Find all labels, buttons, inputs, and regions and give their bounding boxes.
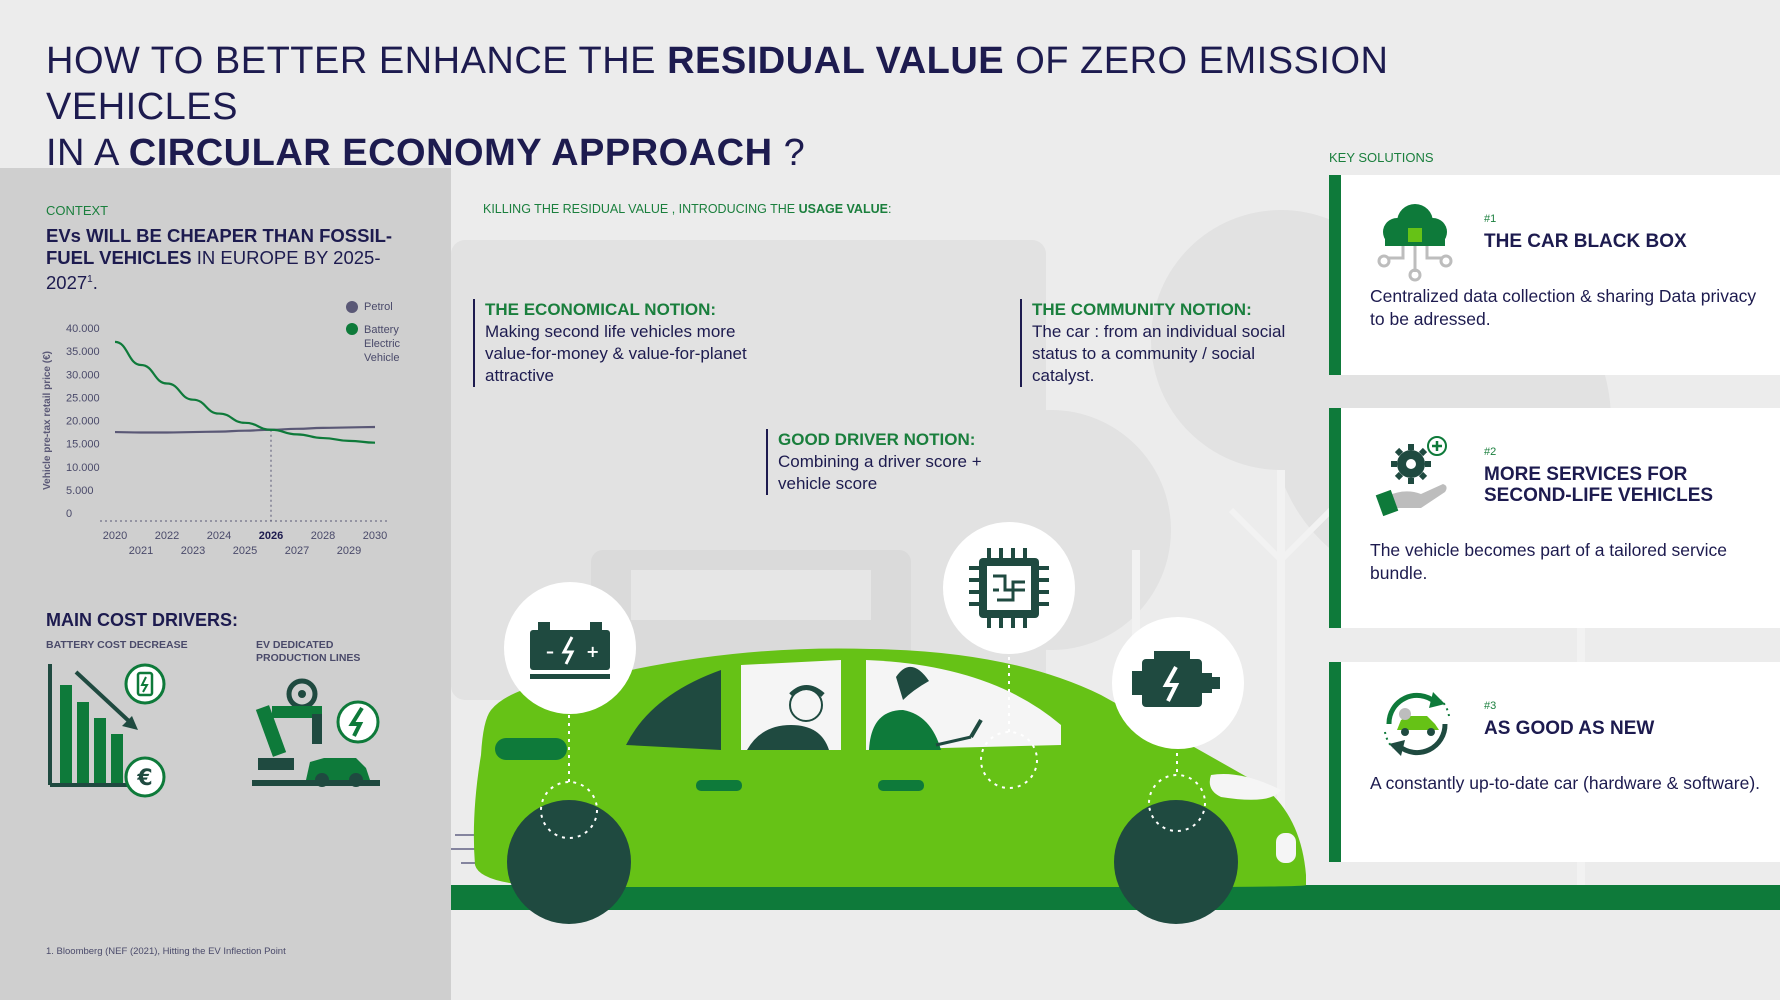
solution-body-3: A constantly up-to-date car (hardware & …: [1370, 773, 1761, 793]
y-tick-label: 40.000: [66, 323, 100, 335]
solution-title-3: AS GOOD AS NEW: [1484, 718, 1655, 739]
y-tick-label: 20.000: [66, 416, 100, 428]
x-tick-label: 2024: [207, 530, 231, 542]
legend-label-bev: Battery Electric Vehicle: [364, 324, 401, 364]
solution-title-2: MORE SERVICES FOR SECOND-LIFE VEHICLES: [1484, 464, 1714, 506]
legend-item-petrol: Petrol: [346, 300, 410, 314]
solution-number-3: #3: [1484, 700, 1497, 712]
solution-card-3: #3 AS GOOD AS NEW A constantly up-to-dat…: [1329, 662, 1780, 862]
svg-text:–: –: [546, 642, 554, 661]
page-title: HOW TO BETTER ENHANCE THE RESIDUAL VALUE…: [46, 40, 1389, 174]
usage-value-heading: KILLING THE RESIDUAL VALUE , INTRODUCING…: [483, 202, 892, 216]
solution-number-2: #2: [1484, 446, 1497, 458]
series-line-petrol: [114, 425, 376, 434]
legend-label-petrol: Petrol: [364, 301, 393, 313]
x-tick-label: 2027: [285, 545, 309, 555]
context-label: CONTEXT: [46, 203, 109, 218]
community-notion-title: THE COMMUNITY NOTION:: [1032, 300, 1252, 319]
y-tick-label: 0: [66, 508, 72, 520]
x-tick-label: 2026: [259, 530, 283, 542]
chip-icon: [943, 522, 1075, 654]
context-panel: [0, 168, 451, 1000]
x-tick-label: 2021: [129, 545, 153, 555]
chart-legend: Petrol Battery Electric Vehicle: [346, 300, 410, 365]
robot-arm-icon: [252, 678, 380, 787]
driver-notion-body: Combining a driver score + vehicle score: [778, 452, 982, 493]
y-tick-label: 10.000: [66, 462, 100, 474]
solution-number-1: #1: [1484, 213, 1497, 225]
key-solutions-label: KEY SOLUTIONS: [1329, 150, 1434, 165]
driver-notion-title: GOOD DRIVER NOTION:: [778, 430, 976, 449]
battery-icon: – +: [504, 582, 636, 714]
x-tick-label: 2030: [363, 530, 387, 542]
x-tick-label: 2022: [155, 530, 179, 542]
x-tick-label: 2020: [103, 530, 127, 542]
svg-text:€: €: [136, 766, 152, 791]
battery-cost-label: BATTERY COST DECREASE: [46, 639, 188, 651]
y-tick-label: 15.000: [66, 439, 100, 451]
y-tick-label: 35.000: [66, 346, 100, 358]
legend-item-bev: Battery Electric Vehicle: [346, 323, 410, 365]
production-lines-label: EV DEDICATED PRODUCTION LINES: [256, 639, 361, 664]
footnote: 1. Bloomberg (NEF (2021), Hitting the EV…: [46, 946, 286, 957]
driver-notion: GOOD DRIVER NOTION: Combining a driver s…: [766, 429, 1006, 495]
cloud-network-icon: [1377, 204, 1453, 282]
recycle-car-icon: [1384, 692, 1450, 756]
context-heading: EVs WILL BE CHEAPER THAN FOSSIL-FUEL VEH…: [46, 225, 393, 294]
y-tick-label: 5.000: [66, 485, 94, 497]
euro-icon: [124, 756, 166, 798]
economical-notion-title: THE ECONOMICAL NOTION:: [485, 300, 717, 319]
x-tick-label: 2028: [311, 530, 335, 542]
legend-swatch-bev: [346, 323, 358, 335]
series-line-bev: [114, 340, 376, 444]
engine-icon: [1112, 617, 1244, 749]
solution-title-1: THE CAR BLACK BOX: [1484, 231, 1687, 252]
x-tick-label: 2029: [337, 545, 361, 555]
solution-card-2: #2 MORE SERVICES FOR SECOND-LIFE VEHICLE…: [1329, 408, 1780, 628]
economical-notion: THE ECONOMICAL NOTION: Making second lif…: [473, 299, 763, 387]
svg-text:+: +: [586, 642, 599, 661]
x-tick-label: 2023: [181, 545, 205, 555]
community-notion-body: The car : from an individual social stat…: [1032, 322, 1286, 385]
legend-swatch-petrol: [346, 301, 358, 313]
gear-hand-icon: [1375, 436, 1447, 517]
solution-body-1: Centralized data collection & sharing Da…: [1370, 286, 1757, 329]
economical-notion-body: Making second life vehicles more value-f…: [485, 322, 747, 385]
community-notion: THE COMMUNITY NOTION: The car : from an …: [1020, 299, 1300, 387]
solution-body-2: The vehicle becomes part of a tailored s…: [1370, 540, 1727, 583]
y-tick-label: 25.000: [66, 392, 100, 404]
x-tick-label: 2025: [233, 545, 257, 555]
cost-drivers-title: MAIN COST DRIVERS:: [46, 610, 239, 630]
road: [451, 885, 1780, 910]
price-line-chart: Vehicle pre-tax retail price (€) 0 5.000 10…: [42, 323, 387, 555]
car-illustration: [451, 585, 1307, 924]
battery-cost-chart-icon: €: [48, 663, 166, 798]
y-axis-label: Vehicle pre-tax retail price (€): [42, 351, 53, 490]
solution-card-1: #1 THE CAR BLACK BOX Centralized data co…: [1329, 175, 1780, 375]
y-tick-label: 30.000: [66, 369, 100, 381]
